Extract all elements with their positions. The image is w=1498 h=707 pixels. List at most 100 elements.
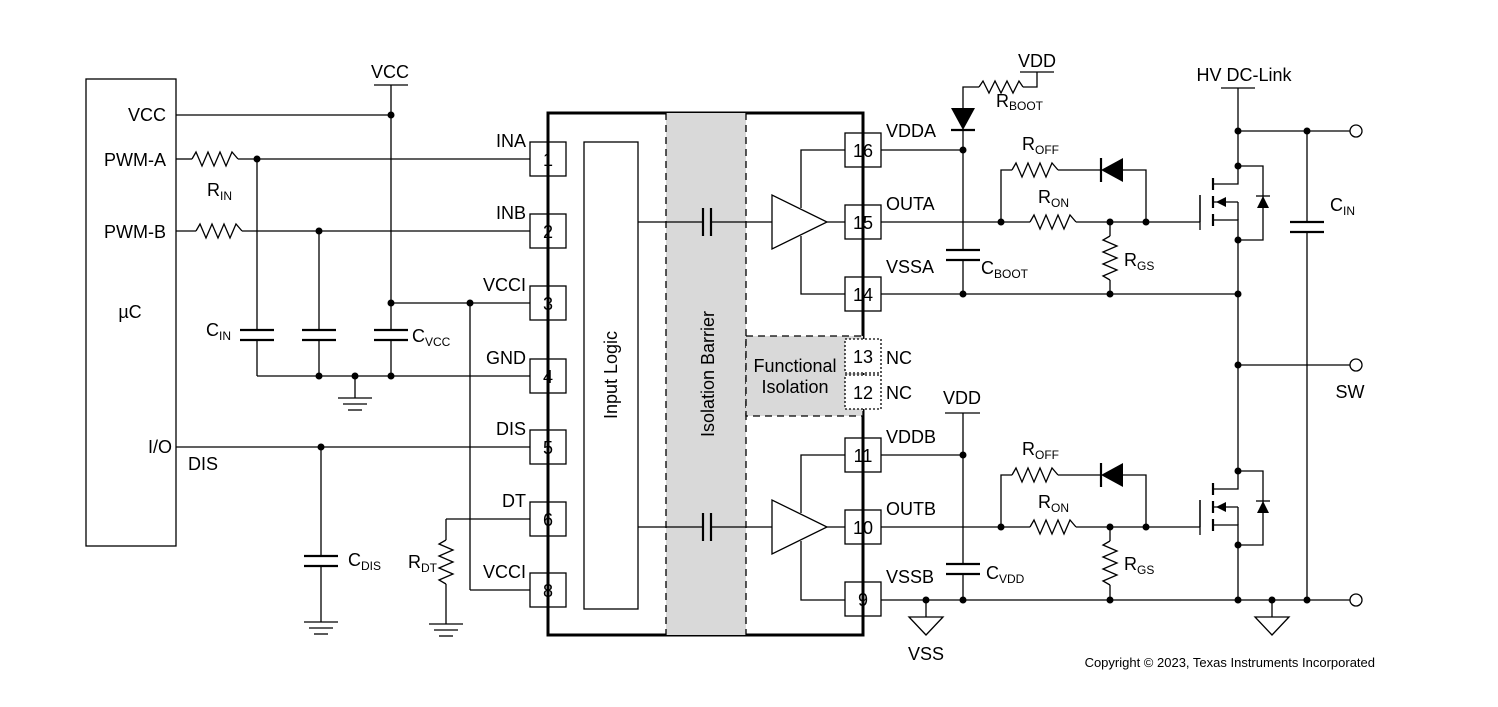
vdd-mid-label: VDD [943,388,981,408]
svg-text:4: 4 [543,367,553,387]
svg-text:11: 11 [854,446,873,466]
dis-net-label: DIS [188,454,218,474]
r-in-a-resistor [191,150,239,168]
svg-text:DT: DT [502,491,526,511]
r-gs-a-resistor [1101,235,1119,281]
pin-8: 8 VCCI [483,562,567,608]
svg-text:5: 5 [543,438,553,458]
r-off-a-label: ROFF [1022,134,1059,157]
pin-15: 15 OUTA [844,194,935,240]
pin-11: 11 VDDB [844,427,936,473]
microcontroller-box [85,78,177,547]
boot-diode [951,108,975,130]
pin-13: 13 NC [844,338,912,374]
mcu-label: µC [118,302,141,322]
isolation-barrier-label: Isolation Barrier [698,311,718,437]
r-on-b-resistor [1029,518,1077,536]
vss-label: VSS [908,644,944,664]
svg-text:INA: INA [496,131,526,151]
driver-buffer-a [771,193,829,251]
pin-4: 4 GND [486,348,567,394]
r-boot-label: RBOOT [996,91,1044,113]
mcu-pin-pwm-b: PWM-B [104,222,166,242]
c-dis-label: CDIS [348,550,381,573]
r-on-a-resistor [1029,213,1077,231]
svg-text:16: 16 [853,141,873,161]
svg-text:VDDA: VDDA [886,121,936,141]
copyright-text: Copyright © 2023, Texas Instruments Inco… [1085,655,1375,670]
sw-label: SW [1336,382,1365,402]
svg-text:9: 9 [858,590,868,610]
r-dt-resistor [437,539,455,585]
r-boot-resistor [978,79,1024,95]
svg-text:VDDB: VDDB [886,427,936,447]
svg-text:15: 15 [853,213,873,233]
svg-text:GND: GND [486,348,526,368]
r-off-a-diode [1101,158,1123,182]
sw-terminal [1349,358,1363,372]
c-vdd-label: CVDD [986,563,1025,586]
svg-text:VCCI: VCCI [483,562,526,582]
driver-buffer-b [771,498,829,556]
r-gs-b-resistor [1101,540,1119,586]
svg-text:3: 3 [543,294,553,314]
svg-text:VCCI: VCCI [483,275,526,295]
functional-isolation-label-2: Isolation [761,377,828,397]
r-on-a-label: RON [1038,187,1069,210]
functional-isolation-region [745,335,864,417]
pin-3: 3 VCCI [483,275,567,321]
svg-text:VSSB: VSSB [886,567,934,587]
pin-2: 2 INB [496,203,567,249]
svg-text:13: 13 [853,347,873,367]
input-logic-label: Input Logic [601,331,621,419]
svg-text:DIS: DIS [496,419,526,439]
pin-6: 6 DT [502,491,567,537]
svg-text:6: 6 [543,510,553,530]
mcu-pin-pwm-a: PWM-A [104,150,166,170]
hv-dc-link-label: HV DC-Link [1196,65,1292,85]
c-in-left-label: CIN [206,320,231,343]
r-gs-a-label: RGS [1124,250,1154,273]
mcu-pin-vcc: VCC [128,105,166,125]
pin-14: 14 VSSA [844,257,934,312]
svg-text:INB: INB [496,203,526,223]
power-ground-symbol [1253,616,1291,636]
pin-12: 12 NC [844,374,912,410]
hv-terminal [1349,124,1363,138]
svg-text:10: 10 [853,518,873,538]
svg-text:1: 1 [543,150,553,170]
svg-text:NC: NC [886,348,912,368]
svg-text:OUTA: OUTA [886,194,935,214]
svg-text:14: 14 [853,285,873,305]
svg-text:8: 8 [543,581,553,601]
svg-text:12: 12 [853,383,873,403]
vcc-rail-label: VCC [371,62,409,82]
functional-isolation-label-1: Functional [753,356,836,376]
low-side-mosfet [1199,470,1270,546]
pin-5: 5 DIS [496,419,567,465]
pin-1: 1 INA [496,131,567,177]
r-off-b-label: ROFF [1022,439,1059,462]
r-off-b-resistor [1011,466,1059,484]
vdd-top-label: VDD [1018,51,1056,71]
r-dt-label: RDT [408,552,438,575]
c-vcc-label: CVCC [412,326,451,349]
r-off-b-diode [1101,463,1123,487]
pin-16: 16 VDDA [844,121,936,168]
svg-text:VSSA: VSSA [886,257,934,277]
c-in-right-label: CIN [1330,195,1355,218]
high-side-mosfet [1199,165,1270,241]
r-off-a-resistor [1011,161,1059,179]
input-logic-block [583,141,639,610]
c-boot-label: CBOOT [981,258,1029,281]
pin-10: 10 OUTB [844,499,936,545]
isolation-barrier-region [666,113,746,635]
vss-ground-symbol [907,616,945,636]
mcu-pin-io: I/O [148,437,172,457]
r-on-b-label: RON [1038,492,1069,515]
r-in-label: RIN [207,180,232,203]
svg-text:OUTB: OUTB [886,499,936,519]
pin-9: 9 VSSB [844,567,934,617]
r-in-b-resistor [195,222,243,240]
